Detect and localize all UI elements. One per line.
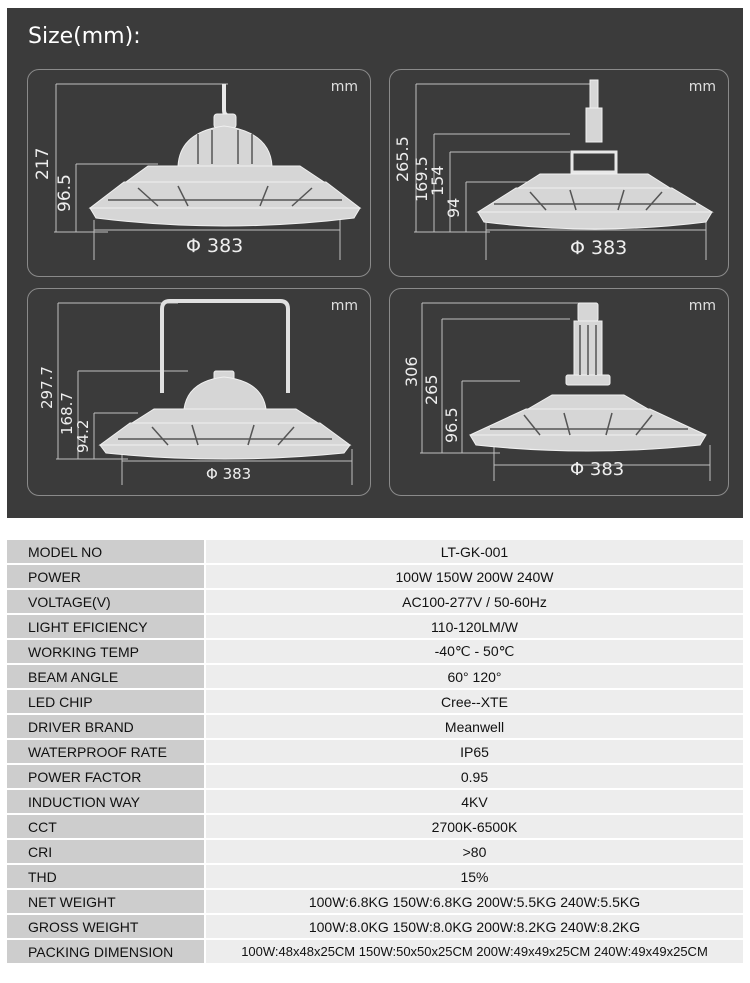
dim-height-body: 96.5 [55, 174, 75, 212]
dim-height-frame: 154 [428, 165, 447, 196]
spec-label: BEAM ANGLE [7, 663, 205, 689]
spec-value: 100W 150W 200W 240W [204, 563, 743, 589]
spec-label: INDUCTION WAY [7, 788, 205, 814]
spec-value: Meanwell [204, 713, 743, 739]
spec-label: PACKING DIMENSION [7, 938, 205, 963]
spec-label: DRIVER BRAND [7, 713, 205, 739]
dim-height-bracket: 169.5 [412, 156, 431, 202]
spec-label: GROSS WEIGHT [7, 913, 205, 939]
spec-value: 4KV [204, 788, 743, 814]
dim-height-body: 94.2 [74, 420, 92, 453]
dim-diameter: Φ 383 [186, 235, 243, 257]
size-title: Size(mm): [28, 24, 141, 49]
dim-height-total: 297.7 [38, 366, 56, 409]
spec-label: POWER [7, 563, 205, 589]
spec-label: WORKING TEMP [7, 638, 205, 664]
unit-label: mm [330, 298, 358, 314]
table-row: WORKING TEMP-40℃ - 50℃ [7, 638, 743, 664]
spec-label: CRI [7, 838, 205, 864]
spec-label: LED CHIP [7, 688, 205, 714]
spec-value: IP65 [204, 738, 743, 764]
spec-label: NET WEIGHT [7, 888, 205, 914]
spec-value: 100W:8.0KG 150W:8.0KG 200W:8.2KG 240W:8.… [204, 913, 743, 939]
spec-value: 60° 120° [204, 663, 743, 689]
unit-label: mm [688, 79, 716, 95]
panel-bracket-mount: mm 265.5 169 [389, 69, 729, 277]
spec-value: AC100-277V / 50-60Hz [204, 588, 743, 614]
spec-value: Cree--XTE [204, 688, 743, 714]
spec-value: 100W:6.8KG 150W:6.8KG 200W:5.5KG 240W:5.… [204, 888, 743, 914]
spec-label: VOLTAGE(V) [7, 588, 205, 614]
dim-height-total: 265.5 [393, 136, 412, 182]
dim-height-body: 94 [444, 198, 463, 218]
dim-height-mid: 168.7 [58, 392, 76, 435]
dim-height-total: 306 [402, 356, 421, 387]
spec-value: 15% [204, 863, 743, 889]
spec-label: MODEL NO [7, 540, 205, 564]
dim-height-body: 96.5 [442, 407, 461, 443]
spec-value: LT-GK-001 [204, 540, 743, 564]
dim-diameter: Φ 383 [570, 237, 627, 259]
spec-value: 0.95 [204, 763, 743, 789]
spec-value: 2700K-6500K [204, 813, 743, 839]
table-row: VOLTAGE(V)AC100-277V / 50-60Hz [7, 588, 743, 614]
spec-label: LIGHT EFICIENCY [7, 613, 205, 639]
spec-value: -40℃ - 50℃ [204, 638, 743, 664]
drawing-e-base-mount: 306 265 96.5 Φ 383 [402, 302, 711, 481]
dim-height-lamp: 265 [422, 374, 441, 405]
spec-label: CCT [7, 813, 205, 839]
spec-value: >80 [204, 838, 743, 864]
table-row: CRI>80 [7, 838, 743, 864]
spec-value: 100W:48x48x25CM 150W:50x50x25CM 200W:49x… [204, 938, 743, 963]
panel-u-bracket-mount: mm 297.7 168.7 94.2 [27, 288, 371, 496]
drawing-hook-mount: 217 96.5 Φ 383 [33, 83, 362, 260]
dim-height-total: 217 [33, 148, 53, 180]
spec-label: WATERPROOF RATE [7, 738, 205, 764]
panel-e-base-mount: mm 306 265 96.5 [389, 288, 729, 496]
spec-label: POWER FACTOR [7, 763, 205, 789]
unit-label: mm [688, 298, 716, 314]
drawing-bracket-mount: 265.5 169.5 154 94 Φ 383 [393, 79, 714, 260]
dim-diameter: Φ 383 [570, 459, 624, 480]
dim-diameter: Φ 383 [206, 465, 251, 483]
spec-label: THD [7, 863, 205, 889]
panel-hook-mount: mm 217 96.5 Φ 383 [27, 69, 371, 277]
unit-label: mm [330, 79, 358, 95]
spec-value: 110-120LM/W [204, 613, 743, 639]
drawing-u-bracket-mount: 297.7 168.7 94.2 Φ 383 [38, 299, 353, 485]
